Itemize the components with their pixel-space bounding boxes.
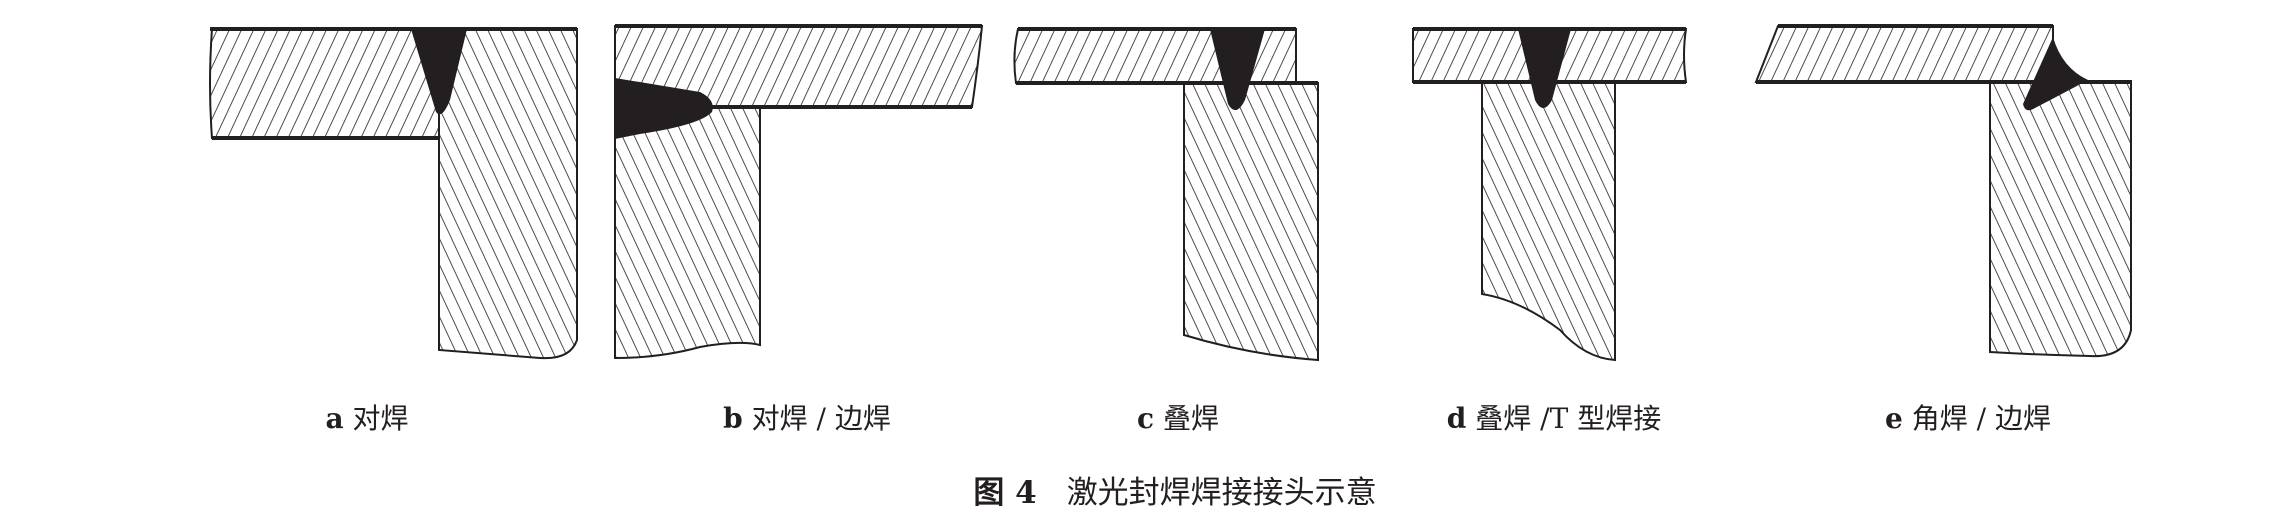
- vertical-plate: [1481, 81, 1616, 362]
- vertical-plate: [1183, 82, 1319, 362]
- weld-bead: [615, 78, 713, 139]
- vertical-plate: [1989, 80, 2132, 358]
- panel-a-butt-weld: [209, 27, 578, 360]
- vertical-plate: [438, 28, 578, 360]
- horizontal-plate: [614, 25, 984, 108]
- panel-e-corner-weld: [1754, 24, 2132, 358]
- panel-label-e: e 角焊 / 边焊: [1885, 402, 2051, 435]
- horizontal-plate: [1754, 25, 2054, 83]
- panel-b-edge-weld: [614, 24, 984, 360]
- weld-bead: [2023, 37, 2088, 111]
- panel-c-lap-weld: [1013, 27, 1319, 362]
- panel-label-c: c 叠焊: [1137, 402, 1219, 435]
- horizontal-plate: [209, 28, 440, 139]
- weld-bead: [411, 29, 467, 115]
- weld-bead: [1518, 29, 1571, 108]
- vertical-plate: [614, 106, 761, 360]
- panel-label-d: d 叠焊 /T 型焊接: [1447, 402, 1661, 435]
- weld-bead: [1210, 29, 1265, 111]
- panel-d-t-joint-weld: [1412, 27, 1688, 362]
- panel-label-b: b 对焊 / 边焊: [723, 402, 891, 435]
- panel-label-a: a 对焊: [325, 402, 408, 435]
